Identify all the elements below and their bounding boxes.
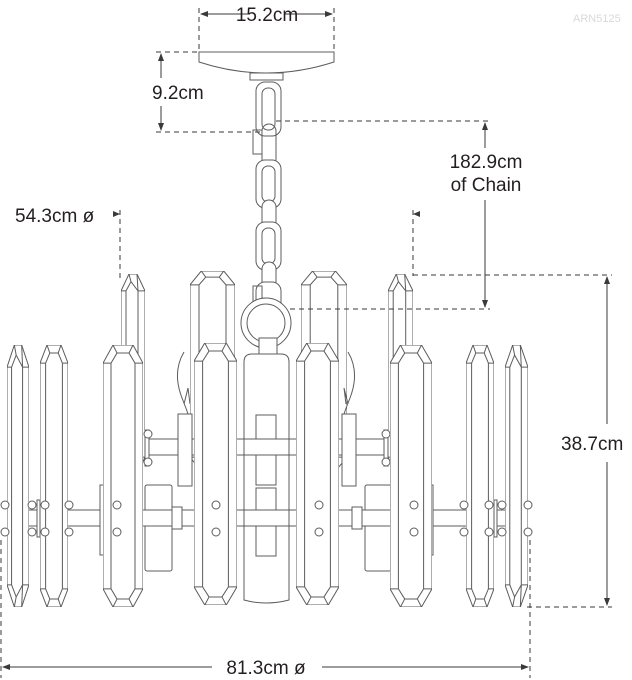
mounting-holes: [0, 500, 533, 537]
dimension-chain-length: 182.9cm of Chain: [276, 120, 523, 310]
body-height-label: 38.7cm: [561, 434, 623, 455]
dimension-canopy-height: 9.2cm: [152, 51, 262, 133]
crystal-front-6: [390, 345, 432, 607]
chain-length-sublabel: of Chain: [451, 175, 522, 196]
chain-length-label: 182.9cm: [450, 152, 523, 173]
crystal-front-7: [466, 345, 494, 607]
crystal-front-1: [7, 345, 29, 607]
dimension-body-height: 38.7cm: [413, 274, 623, 608]
upper-diameter-label: 54.3cm ø: [15, 206, 95, 227]
frame: [27, 297, 509, 604]
overall-diameter-label: 81.3cm ø: [226, 658, 306, 679]
crystal-front-3: [103, 345, 143, 607]
canopy-height-label: 9.2cm: [152, 83, 204, 104]
crystal-front-8: [505, 345, 528, 607]
dimension-canopy-width: 15.2cm: [198, 5, 335, 52]
dimension-upper-diameter: 54.3cm ø: [15, 206, 420, 282]
crystal-front-5: [296, 343, 339, 605]
dimension-overall-diameter: 81.3cm ø: [0, 540, 531, 679]
product-code: ARN5125: [573, 13, 621, 25]
crystal-front-2: [40, 345, 68, 607]
canopy-width-label: 15.2cm: [236, 5, 298, 26]
crystal-front-4: [194, 343, 237, 605]
chain: [252, 81, 282, 313]
canopy: [198, 51, 335, 81]
